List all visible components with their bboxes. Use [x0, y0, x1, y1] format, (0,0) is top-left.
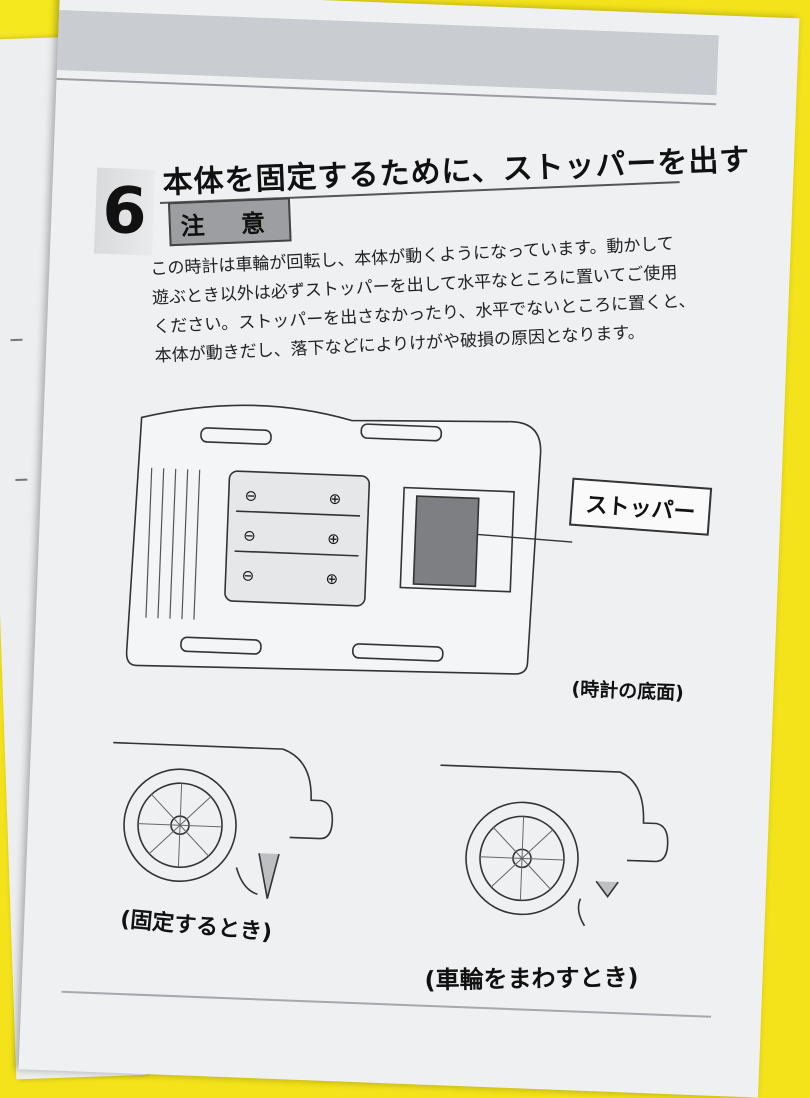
- battery-minus-sign: ⊖: [244, 486, 257, 504]
- battery-compartment: [224, 470, 371, 607]
- page-bottom-rule: [61, 990, 712, 1018]
- battery-divider: [234, 550, 359, 557]
- wheel-outer: [123, 768, 237, 883]
- rolling-caption: (車輪をまわすとき): [424, 963, 639, 995]
- direction-arrow: [235, 867, 258, 896]
- stopper-label: ストッパー: [569, 477, 713, 536]
- battery-minus-sign: ⊖: [241, 566, 254, 584]
- battery-minus-sign: ⊖: [243, 526, 256, 544]
- stopper-retracted: [595, 880, 619, 899]
- wheel-bottom-left: [180, 636, 262, 655]
- wheel-bottom-right: [352, 643, 444, 662]
- wheel-outer: [465, 801, 579, 916]
- header-band: [56, 9, 719, 106]
- clock-bottom-diagram: ⊖ ⊕ ⊖ ⊕ ⊖ ⊕: [125, 404, 573, 675]
- stopper-leader-line: [477, 533, 573, 543]
- car-body-outline: [113, 741, 334, 840]
- caution-paragraph: この時計は車輪が回転し、本体が動くようになっています。動かして 遊ぶとき以外は必…: [150, 227, 735, 371]
- margin-mark: [15, 478, 28, 482]
- stopper-extended: [258, 853, 280, 899]
- caution-badge: 注 意: [167, 197, 292, 247]
- battery-divider: [236, 510, 361, 517]
- wheel-rolling-illustration: [440, 764, 669, 927]
- car-body-outline: [440, 764, 669, 863]
- instruction-page: 6 本体を固定するために、ストッパーを出す 注 意 この時計は車輪が回転し、本体…: [18, 0, 800, 1098]
- wheel-top-right: [360, 423, 443, 442]
- battery-plus-sign: ⊕: [327, 530, 340, 548]
- header-rule: [56, 77, 717, 106]
- vent-slots: [145, 467, 201, 620]
- margin-mark: [10, 338, 23, 342]
- bottom-view-caption: (時計の底面): [571, 678, 685, 705]
- battery-plus-sign: ⊕: [328, 490, 341, 508]
- battery-plus-sign: ⊕: [325, 570, 338, 588]
- wheel-fixed-illustration: [113, 741, 334, 899]
- wheel-spokes: [480, 816, 564, 901]
- wheel-spokes: [138, 783, 223, 868]
- stopper-lever: [412, 495, 480, 588]
- step-number: 6: [93, 167, 156, 256]
- direction-arrow: [577, 898, 586, 927]
- wheel-top-left: [200, 427, 272, 445]
